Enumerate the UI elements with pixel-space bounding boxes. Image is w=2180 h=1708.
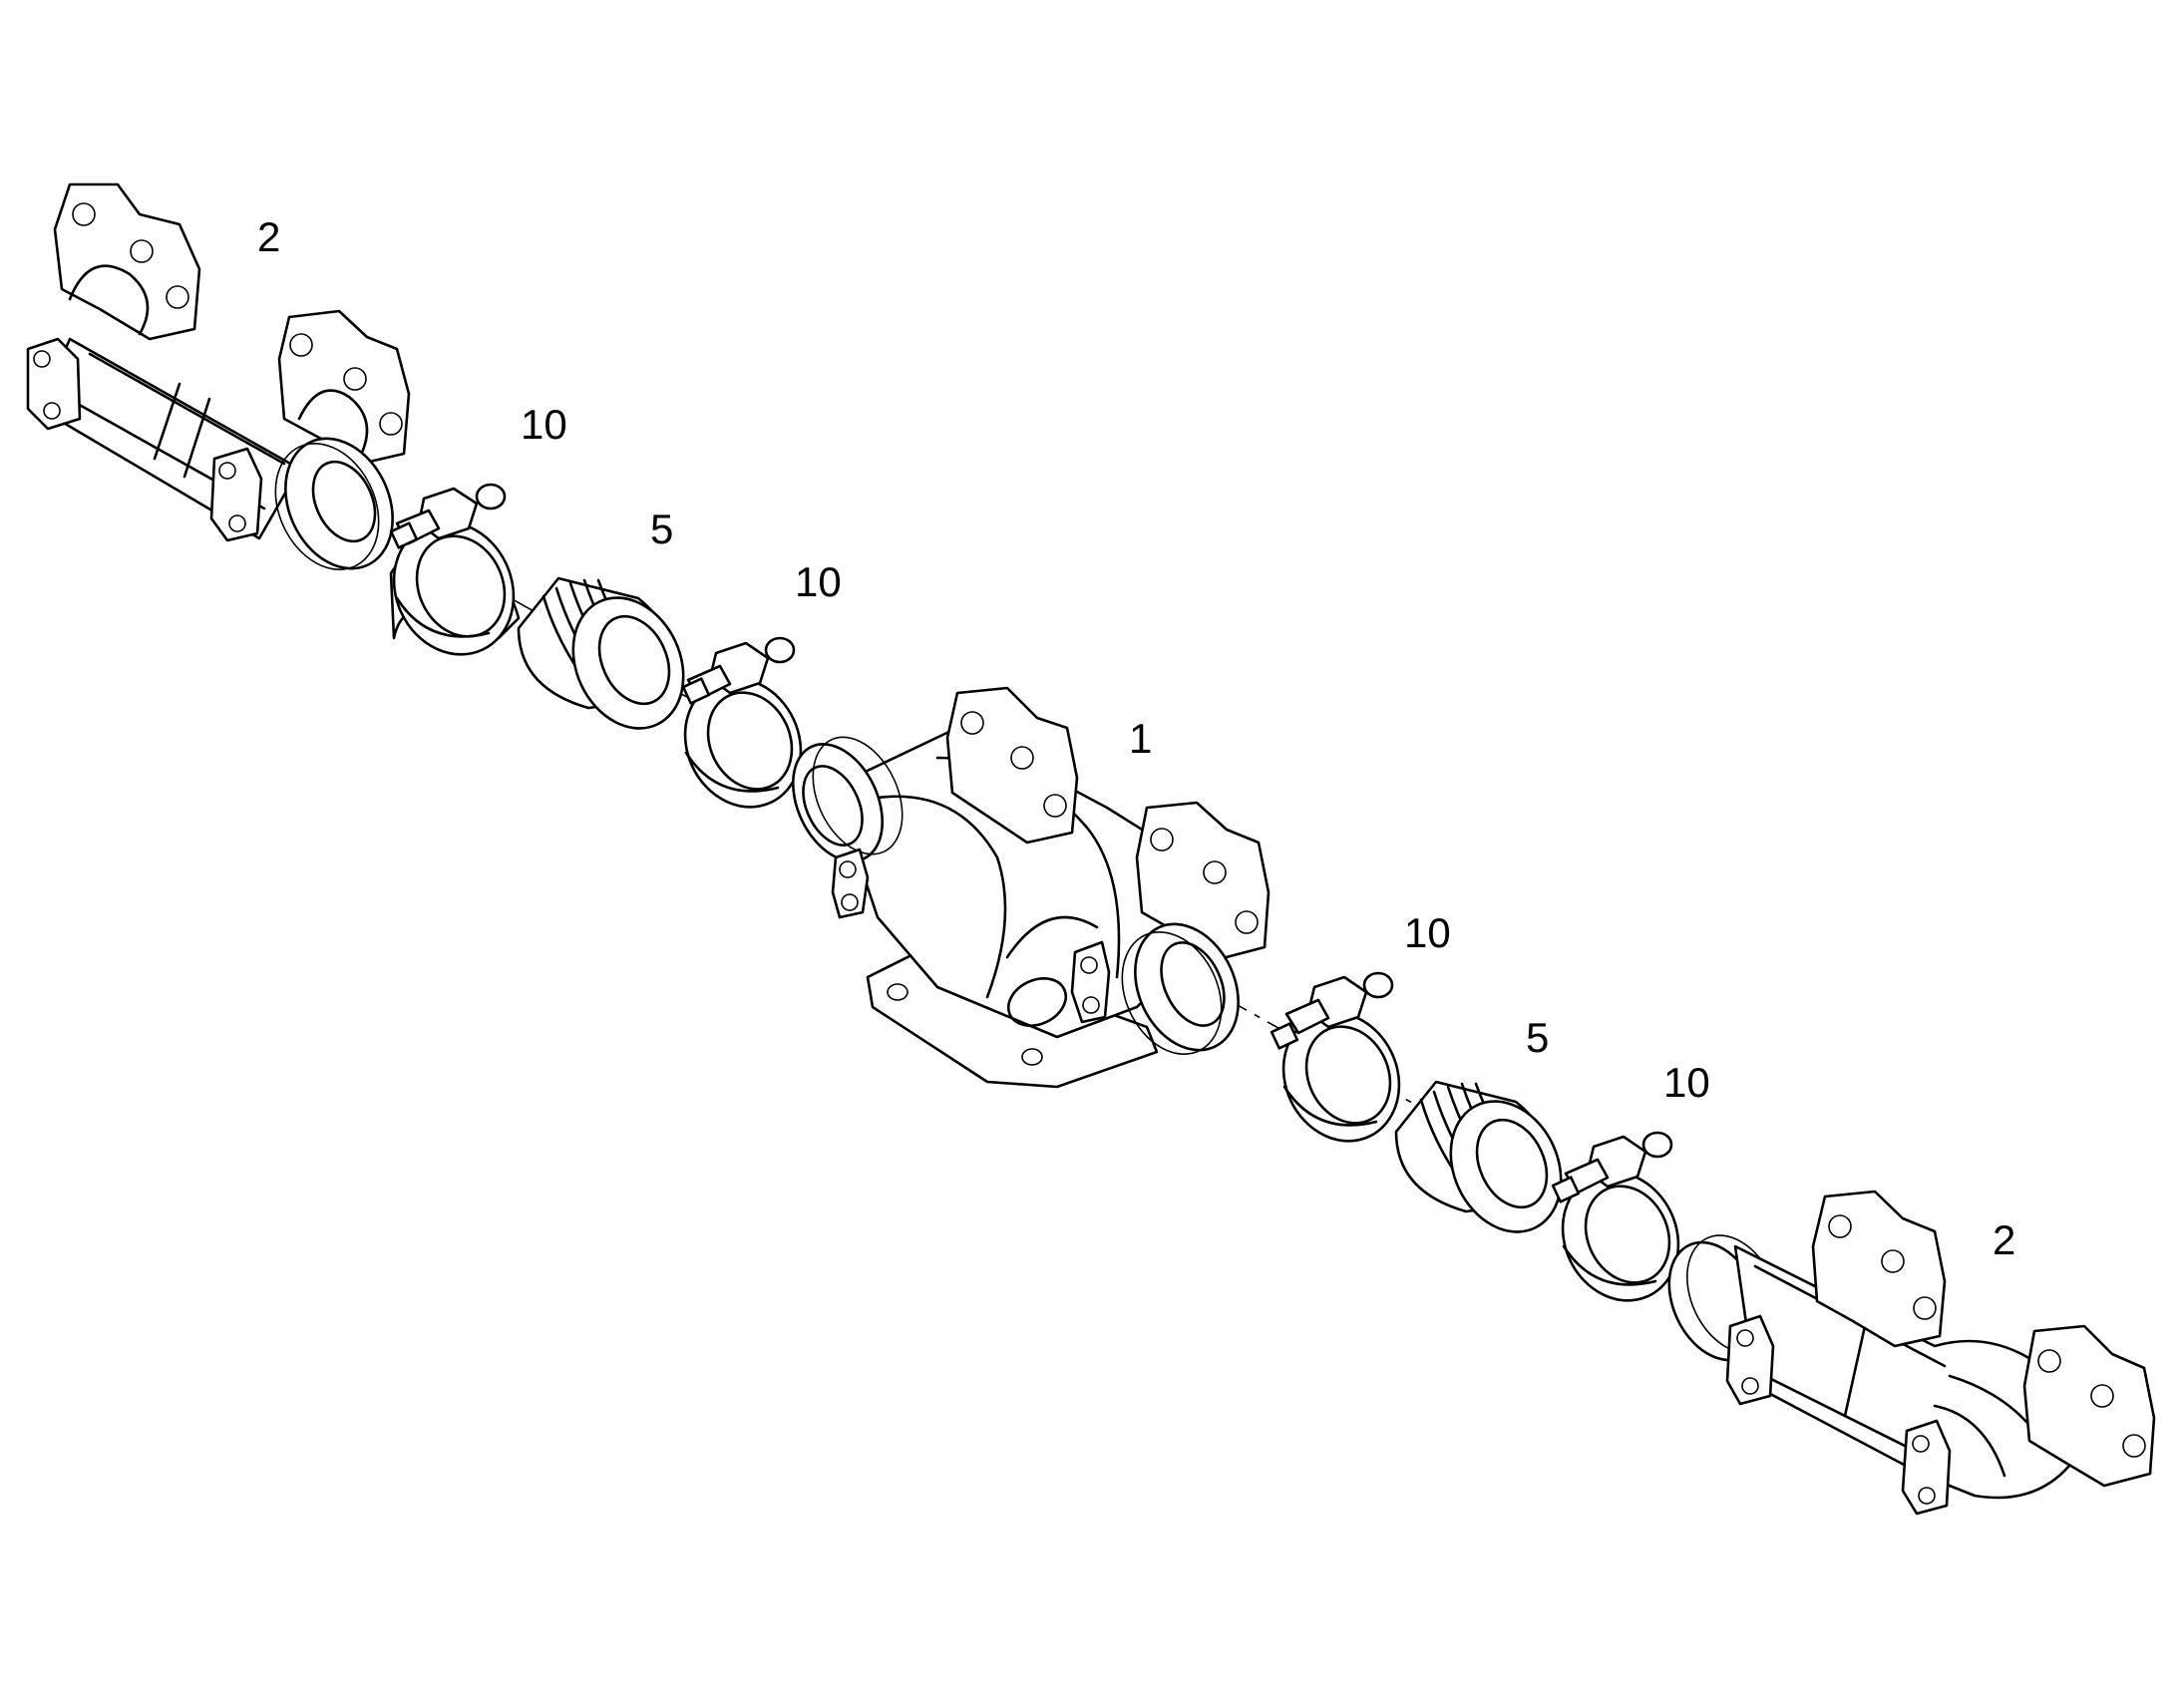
bellows-part-right: [1394, 1080, 1563, 1233]
left-manifold-part: [26, 182, 411, 570]
right-manifold-part: [1667, 1190, 2156, 1516]
callout-bellows-right: 5: [1526, 1014, 1549, 1061]
callout-clamp-2: 10: [795, 558, 842, 605]
center-manifold-part: [791, 686, 1271, 1089]
clamp-part-1: [389, 483, 521, 656]
callout-clamp-3: 10: [1404, 909, 1451, 956]
callout-clamp-1: 10: [521, 401, 567, 448]
callout-clamp-4: 10: [1663, 1059, 1710, 1106]
callout-manifold-left: 2: [257, 213, 280, 260]
callout-bellows-left: 5: [650, 506, 673, 552]
callout-center-manifold: 1: [1129, 715, 1152, 762]
clamp-part-2: [681, 636, 803, 809]
clamp-part-4: [1551, 1131, 1680, 1302]
callout-manifold-right: 2: [1993, 1216, 2015, 1263]
bellows-part-left: [517, 576, 685, 730]
clamp-part-3: [1270, 971, 1401, 1143]
